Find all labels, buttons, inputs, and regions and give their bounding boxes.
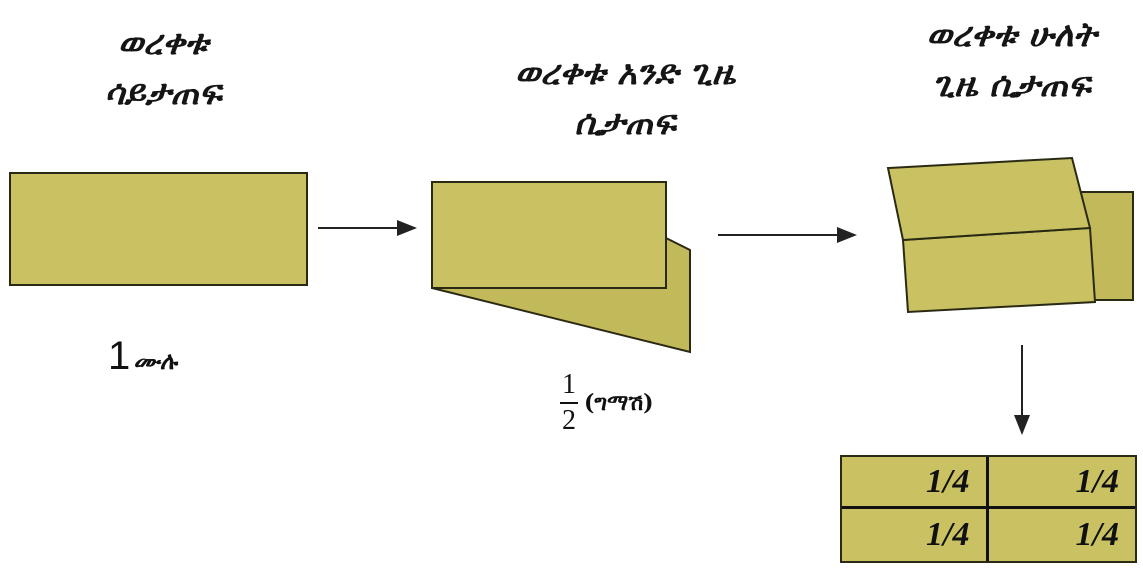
folded-twice-lower-panel [901, 226, 1097, 314]
quarters-grid: 1/4 1/4 1/4 1/4 [840, 455, 1137, 563]
half-denominator: 2 [562, 405, 576, 436]
folded-once-front [431, 181, 667, 289]
one-whole-number: 1 [108, 334, 131, 378]
caption-folded-once-line-1: ወረቀቱ አንድ ጊዜ [515, 53, 735, 93]
unfolded-paper [9, 172, 308, 286]
one-half-label: 1 2 (ግማሽ) [560, 370, 654, 436]
caption-folded-once-line-2: ሲታጠፍ [574, 103, 676, 143]
caption-folded-twice-line-2: ጊዜ ሲታጠፍ [932, 65, 1091, 105]
caption-folded-twice: ወረቀቱ ሁለት ጊዜ ሲታጠፍ [880, 10, 1143, 110]
folded-twice-upper-panel [886, 156, 1092, 242]
half-word: (ግማሽ) [584, 390, 654, 416]
caption-folded-twice-line-1: ወረቀቱ ሁለት [926, 15, 1097, 55]
caption-unfolded-line-1: ወረቀቱ [117, 23, 209, 63]
caption-folded-once: ወረቀቱ አንድ ጊዜ ሲታጠፍ [455, 48, 795, 148]
caption-unfolded: ወረቀቱ ሳይታጠፍ [68, 18, 258, 118]
quarter-cell: 1/4 [1075, 516, 1119, 553]
half-numerator: 1 [562, 369, 576, 400]
quarter-cell: 1/4 [842, 509, 989, 561]
quarter-cell: 1/4 [842, 457, 989, 509]
fraction-bar [560, 402, 578, 404]
quarter-cell: 1/4 [988, 457, 1135, 509]
one-whole-word: ሙሉ [133, 349, 177, 375]
half-fraction: 1 2 [560, 370, 578, 436]
caption-unfolded-line-2: ሳይታጠፍ [104, 73, 222, 113]
